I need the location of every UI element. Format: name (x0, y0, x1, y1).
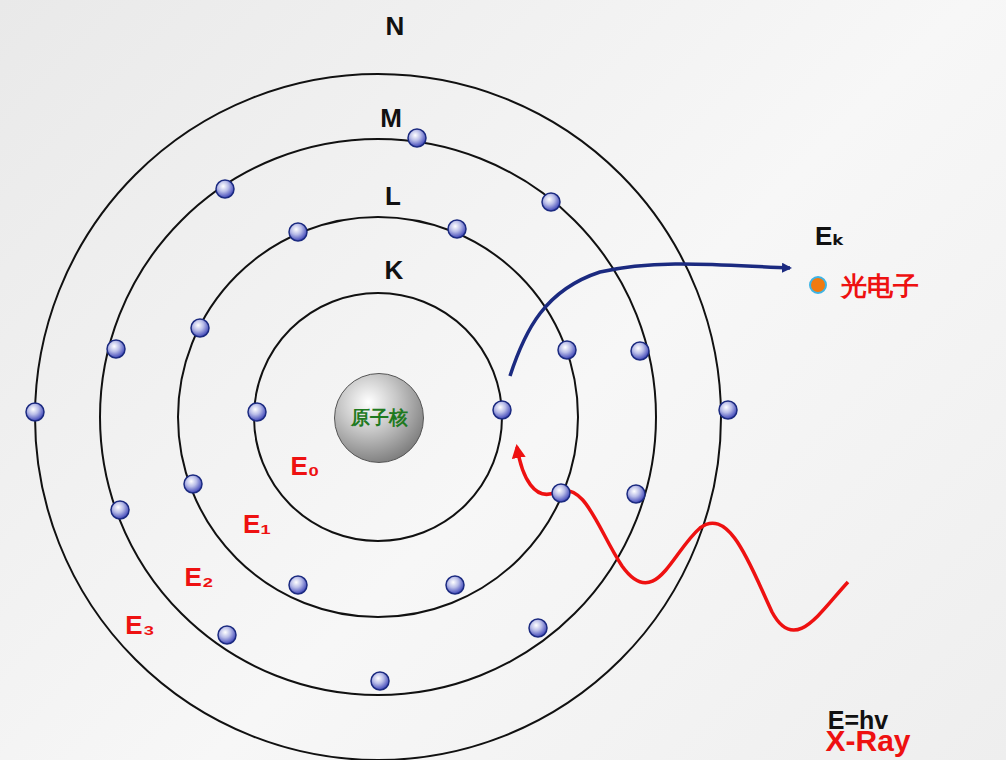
shell-name: M (380, 105, 402, 131)
nucleus-label: 原子核 (351, 405, 408, 431)
electron (371, 672, 389, 690)
electron (184, 475, 202, 493)
energy-level: E₂ (185, 564, 214, 590)
electron-path (510, 264, 790, 376)
electron (719, 401, 737, 419)
energy-level: E₃ (125, 612, 154, 638)
electron (627, 485, 645, 503)
electron (448, 220, 466, 238)
electrons (26, 129, 737, 690)
shell-name: K (385, 257, 404, 283)
electron (248, 403, 266, 421)
shell-name: N (386, 13, 405, 39)
electron (542, 193, 560, 211)
electron (107, 340, 125, 358)
photoelectron-dot (810, 277, 826, 293)
electron (493, 401, 511, 419)
energy-level: E₁ (243, 511, 271, 537)
photoelectron-label: 光电子 (841, 273, 919, 299)
x-ray-wave (517, 447, 848, 630)
electron-shells (35, 74, 721, 760)
x-ray-label: X-Ray (825, 726, 910, 756)
electron (558, 341, 576, 359)
electron (111, 501, 129, 519)
electron (552, 484, 570, 502)
electron (26, 403, 44, 421)
electron (289, 576, 307, 594)
electron (529, 619, 547, 637)
energy-level: E₀ (290, 453, 319, 479)
nucleus-circle: 原子核 (334, 373, 424, 463)
electron (191, 319, 209, 337)
electron (218, 626, 236, 644)
electron (631, 342, 649, 360)
electron (216, 180, 234, 198)
kinetic-energy: Eₖ (815, 223, 845, 249)
electron (289, 223, 307, 241)
electron (446, 576, 464, 594)
shell-name: L (385, 183, 401, 209)
electron (408, 129, 426, 147)
